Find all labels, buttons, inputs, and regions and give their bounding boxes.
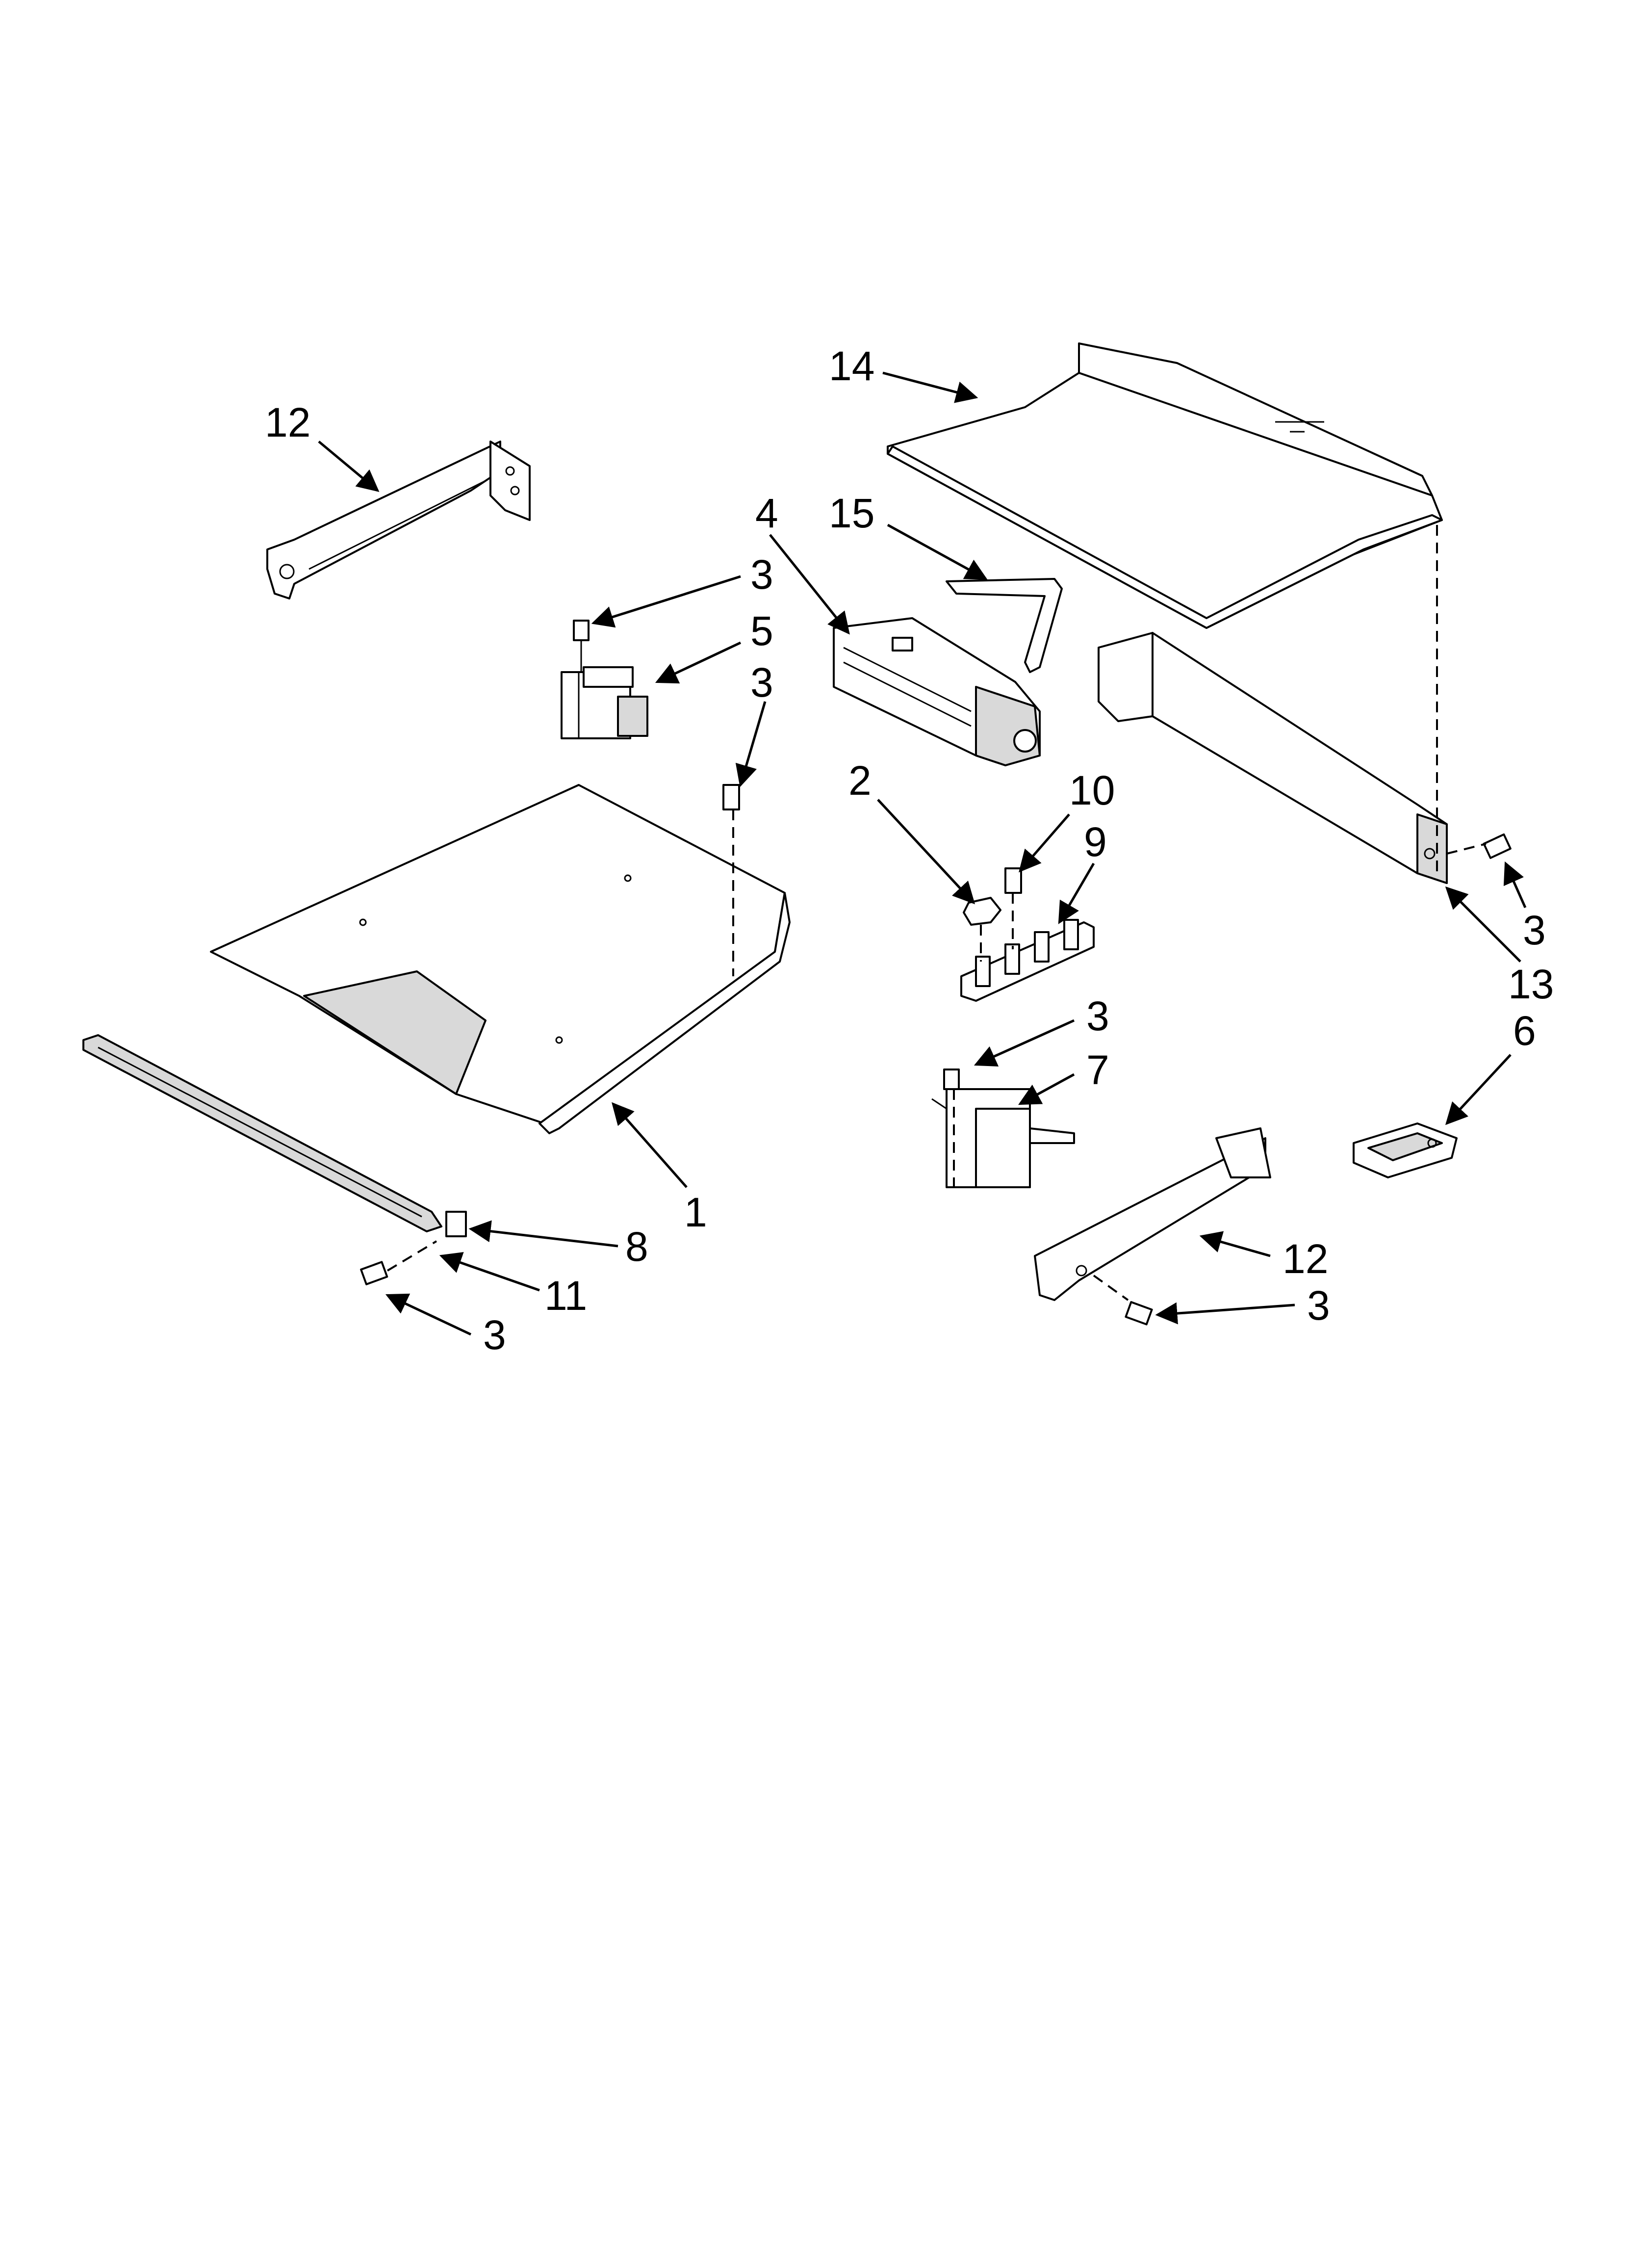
- part-bracket-upper-left: [266, 441, 531, 600]
- callout-3-e: 3: [483, 1312, 506, 1358]
- leader-2: [877, 799, 975, 905]
- leader-lines: [318, 371, 1527, 1336]
- leader-3-f: [1155, 1302, 1295, 1325]
- leader-8: [468, 1220, 618, 1248]
- part-bottom-panel: [210, 784, 791, 1134]
- leader-12-upper: [318, 441, 380, 492]
- callout-12-lower: 12: [1283, 1236, 1328, 1282]
- part-side-bracket: [1098, 632, 1448, 884]
- callout-3-c: 3: [1523, 907, 1546, 953]
- part-control-module: [833, 617, 1041, 766]
- part-ribbon-strap: [946, 578, 1063, 673]
- leader-15: [887, 523, 988, 580]
- callout-10: 10: [1069, 767, 1115, 813]
- callout-3-a: 3: [750, 551, 773, 598]
- leader-3-a: [591, 575, 741, 628]
- callout-14: 14: [829, 343, 874, 389]
- assembly-lines: [386, 525, 1487, 1301]
- part-transformer-small: [561, 620, 648, 739]
- leader-3-b: [735, 701, 767, 787]
- leader-9: [1058, 862, 1095, 924]
- part-bracket-lower-right: [1034, 1127, 1271, 1301]
- leader-12-lower: [1199, 1231, 1271, 1257]
- callout-6: 6: [1513, 1008, 1536, 1054]
- callout-3-d: 3: [1086, 993, 1109, 1039]
- callout-5: 5: [750, 608, 773, 654]
- leader-3-c: [1503, 861, 1527, 909]
- part-rail: [82, 1034, 442, 1232]
- callout-1: 1: [684, 1189, 707, 1235]
- callout-3-b: 3: [750, 659, 773, 705]
- leader-14: [882, 371, 978, 403]
- callout-9: 9: [1084, 819, 1107, 865]
- callout-15: 15: [829, 490, 874, 536]
- leader-4: [769, 534, 850, 635]
- part-cover-panel: [887, 342, 1443, 629]
- part-box-cover: [1353, 1122, 1458, 1178]
- callout-2: 2: [848, 757, 872, 804]
- leader-11: [439, 1252, 540, 1292]
- part-clip: [445, 1211, 467, 1237]
- part-transformer-large: [931, 1069, 1075, 1188]
- leader-10: [1019, 813, 1070, 873]
- leader-3-d: [974, 1019, 1075, 1067]
- callout-3-f: 3: [1307, 1282, 1330, 1329]
- leader-1: [612, 1102, 688, 1188]
- leader-7: [1018, 1073, 1075, 1105]
- callout-11: 11: [544, 1273, 587, 1319]
- screws: [360, 784, 1512, 1326]
- callout-7: 7: [1086, 1047, 1109, 1093]
- leader-6: [1445, 1054, 1512, 1125]
- leader-3-e: [385, 1293, 472, 1336]
- callout-4: 4: [755, 490, 778, 536]
- callout-12-upper: 12: [265, 399, 310, 445]
- leader-13: [1445, 886, 1521, 963]
- leader-5: [655, 641, 742, 684]
- callout-13: 13: [1508, 961, 1554, 1007]
- callout-8: 8: [625, 1224, 648, 1270]
- part-nut: [963, 897, 1001, 926]
- callout-labels: 14 12 4 15 3 5 3 2 10 9 3 13 6 3 7 1 8 1…: [265, 343, 1554, 1358]
- part-terminal-block: [960, 919, 1095, 1002]
